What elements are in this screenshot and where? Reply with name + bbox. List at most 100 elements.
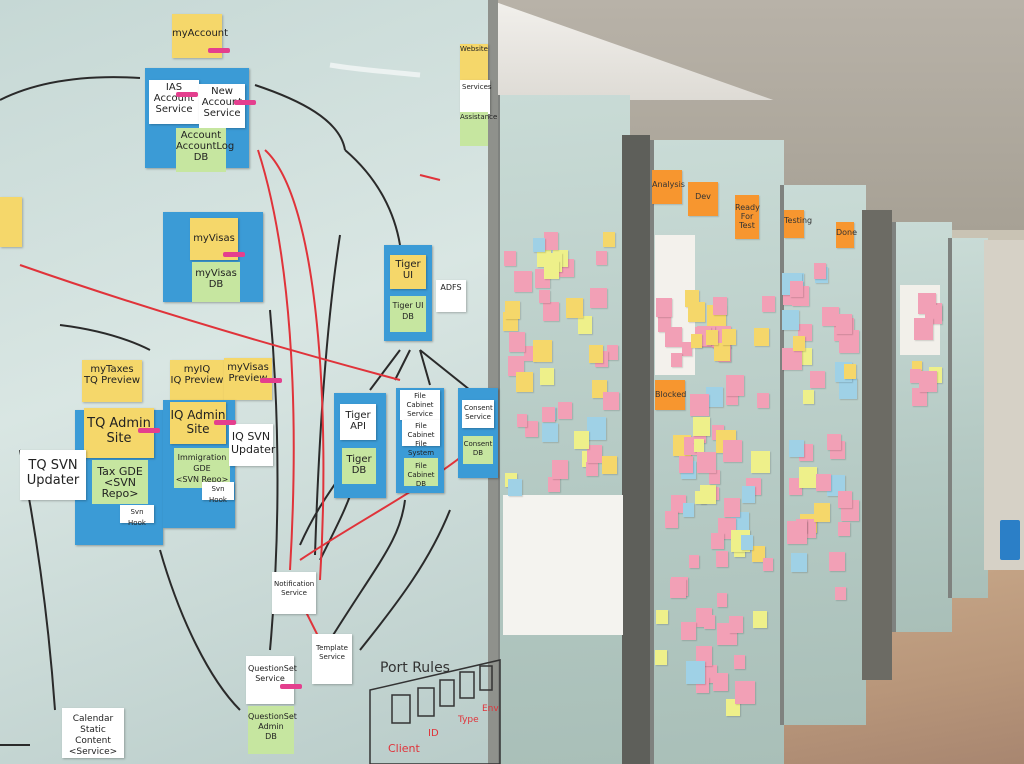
pink-flag <box>280 684 302 689</box>
pink-flag <box>260 378 282 383</box>
sticky-note <box>655 297 673 318</box>
blue-bin <box>1000 520 1020 560</box>
sticky-note <box>711 533 724 549</box>
tiger-db: Tiger DB <box>342 448 376 484</box>
sticky-note <box>835 314 853 334</box>
sticky-note <box>683 503 694 517</box>
sticky-note <box>838 377 858 400</box>
tq-svn-updater: TQ SVN Updater <box>20 450 86 500</box>
iq-svn-updater: IQ SVN Updater <box>229 424 275 466</box>
sticky-note <box>914 318 934 340</box>
sticky-note <box>716 593 728 607</box>
sticky-note <box>828 551 845 571</box>
header-note: Analysis <box>652 170 685 204</box>
sticky-note <box>786 521 807 544</box>
sticky-note <box>725 375 744 396</box>
sticky-note <box>548 477 560 492</box>
sticky-note <box>573 430 589 449</box>
sticky-note <box>577 316 593 334</box>
tiger-ui-db: Tiger UI DB <box>390 296 426 332</box>
sticky-note <box>809 370 825 389</box>
header-note: Dev <box>688 182 718 216</box>
account-db: Account AccountLog DB <box>176 128 234 172</box>
myiq-note: myIQ IQ Preview <box>170 360 224 402</box>
consent-db: Consent DB <box>463 436 493 464</box>
header-ready: Ready For Test <box>735 203 760 230</box>
sticky-note <box>753 327 770 347</box>
board-frame <box>488 0 498 764</box>
sticky-note <box>687 302 706 323</box>
sticky-note <box>714 342 730 362</box>
sticky-note <box>827 433 841 451</box>
myvisas-preview-note: myVisas Preview <box>224 358 272 400</box>
sticky-note <box>729 616 744 634</box>
sticky-note <box>704 614 716 629</box>
calendar-service: Calendar Static Content <Service> <box>62 708 124 758</box>
sticky-note <box>606 345 619 360</box>
sticky-note <box>689 394 709 417</box>
immigration-gde: Immigration GDE <SVN Repo> <box>174 448 230 488</box>
sticky-note <box>709 469 721 484</box>
sticky-note <box>665 327 682 347</box>
myaccount-label: myAccount <box>172 28 229 39</box>
sticky-note <box>671 495 687 514</box>
sticky-note <box>911 388 928 407</box>
sticky-note <box>516 371 534 392</box>
sticky-note <box>551 459 569 480</box>
sticky-note <box>752 611 767 629</box>
sticky-note <box>752 545 766 562</box>
sticky-note <box>726 389 738 405</box>
yellow-note-partial <box>0 197 22 247</box>
header-analysis: Analysis <box>652 180 685 189</box>
port-rules-heading: Port Rules <box>380 660 450 676</box>
env-label: Env <box>482 704 499 714</box>
sticky-note <box>715 551 729 567</box>
sticky-note <box>669 579 686 598</box>
tq-admin-site: TQ Admin Site <box>84 408 154 458</box>
sticky-note <box>681 342 693 356</box>
cabinet-gap-2 <box>862 210 892 680</box>
tax-gde: Tax GDE <SVN Repo> <box>92 460 148 504</box>
sticky-note <box>734 654 746 670</box>
sticky-note <box>919 371 938 393</box>
notification-service: Notification Service <box>272 572 316 614</box>
type-label: Type <box>458 715 479 725</box>
header-note: Testing <box>784 210 812 238</box>
template-service: Template Service <box>312 634 352 684</box>
sticky-note <box>655 650 667 666</box>
sticky-note <box>713 297 728 315</box>
sticky-note <box>696 646 713 666</box>
svn-hook-1: Svn Hook <box>120 505 154 527</box>
client-label: Client <box>388 742 420 755</box>
myvisas-db: myVisas DB <box>192 262 240 302</box>
sticky-note <box>723 498 740 518</box>
sticky-note <box>793 336 805 351</box>
sticky-note <box>789 440 804 458</box>
sticky-note <box>516 413 528 427</box>
file-cabinet-service: File Cabinet Service <box>400 390 440 420</box>
sticky-note <box>685 661 705 684</box>
sticky-note <box>693 416 710 436</box>
sticky-note <box>544 260 560 279</box>
sticky-note <box>689 554 700 568</box>
sticky-note <box>601 456 617 474</box>
sticky-note <box>505 301 521 320</box>
sticky-note <box>742 486 756 503</box>
sticky-note <box>507 356 525 376</box>
sticky-note <box>762 557 773 571</box>
arrow-line <box>0 76 141 101</box>
sticky-note <box>705 387 723 408</box>
sticky-note <box>670 353 682 367</box>
header-done: Done <box>836 228 858 237</box>
sticky-note <box>814 503 830 522</box>
file-cabinet-db: File Cabinet DB <box>404 458 438 488</box>
ias-account-service: IAS Account Service <box>149 80 199 124</box>
sticky-note <box>782 347 802 370</box>
sticky-note <box>909 368 922 384</box>
sticky-note <box>815 473 831 492</box>
tiger-api: Tiger API <box>340 404 376 440</box>
sticky-note <box>911 361 922 375</box>
sticky-note <box>791 552 808 573</box>
sticky-note <box>757 392 770 409</box>
